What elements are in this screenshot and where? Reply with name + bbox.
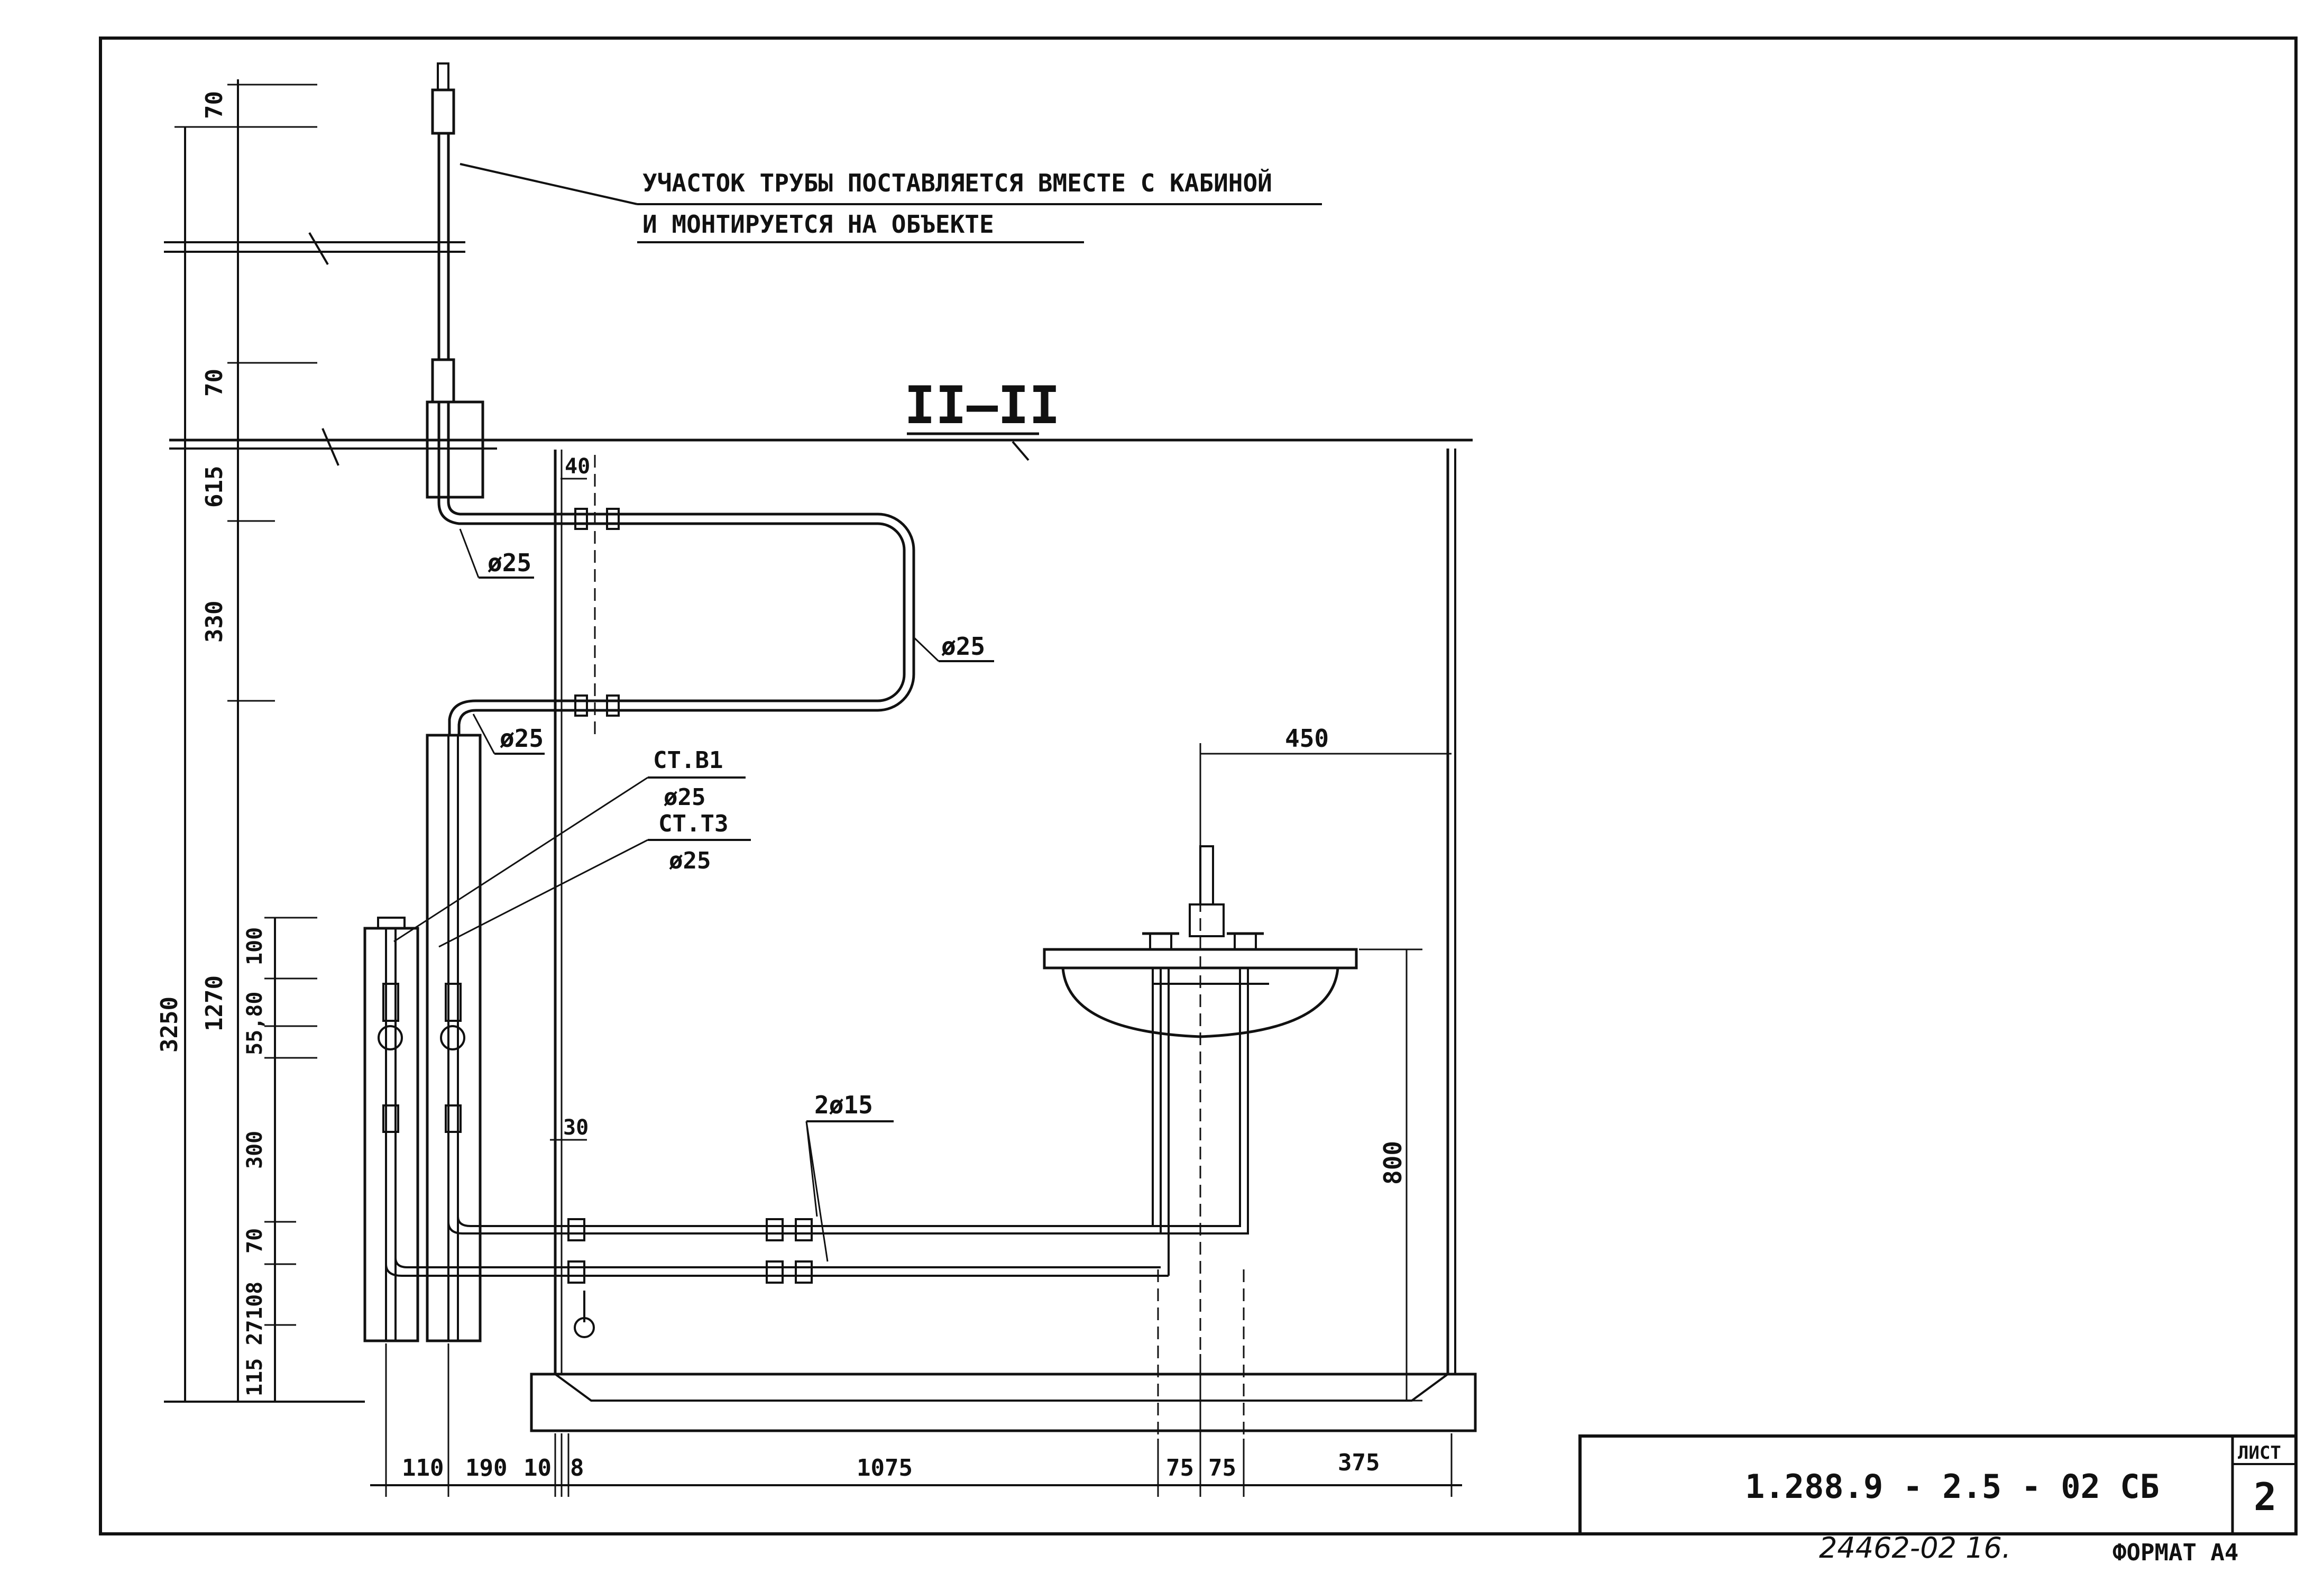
- room-walls: [530, 449, 1477, 1432]
- label-branch-2d15: 2ø15: [814, 1091, 873, 1119]
- section-label: II–II: [904, 376, 1060, 436]
- note-line-1: УЧАСТОК ТРУБЫ ПОСТАВЛЯЕТСЯ ВМЕСТЕ С КАБИ…: [642, 169, 1272, 197]
- installation-note: УЧАСТОК ТРУБЫ ПОСТАВЛЯЕТСЯ ВМЕСТЕ С КАБИ…: [460, 163, 1322, 243]
- branch-pipes: [385, 968, 1249, 1338]
- dim-100: 100: [243, 927, 267, 965]
- title-block: 1.288.9 - 2.5 - 02 СБ ЛИСТ 2: [1578, 1434, 2298, 1535]
- label-riser-t3-dia: ø25: [669, 847, 711, 874]
- bottom-dimensions: 110 190 10 8 1075 75 75 375: [370, 1343, 1462, 1497]
- label-riser-t3: СТ.Т3: [658, 810, 728, 837]
- sheet-number: 2: [2254, 1475, 2276, 1519]
- sheet-label: ЛИСТ: [2238, 1442, 2281, 1464]
- drawing-code: 1.288.9 - 2.5 - 02 СБ: [1745, 1467, 2160, 1506]
- dim-190: 190: [465, 1455, 507, 1482]
- pipe-labels: ø25 ø25 ø25 СТ.В1 ø25 СТ.Т3 ø25 2ø15: [393, 528, 994, 1262]
- dim-8: 8: [570, 1455, 584, 1482]
- dim-615: 615: [201, 466, 228, 508]
- format-label: ФОРМАТ А4: [2112, 1539, 2238, 1566]
- upper-loop-pipe: [448, 455, 915, 740]
- note-line-2: И МОНТИРУЕТСЯ НА ОБЪЕКТЕ: [642, 210, 994, 239]
- dim-3250: 3250: [156, 996, 183, 1053]
- left-dimensions: 70 70 615 330 3250 1270 100 55,80 300 70…: [156, 79, 365, 1403]
- label-riser-b1: СТ.В1: [653, 747, 723, 774]
- dim-108: 108: [243, 1282, 267, 1320]
- dim-30: 30: [563, 1115, 589, 1140]
- dim-1270: 1270: [201, 975, 228, 1031]
- dim-70-low: 70: [243, 1228, 267, 1254]
- dim-115-27: 115 27: [243, 1320, 267, 1397]
- dim-75a: 75: [1166, 1455, 1194, 1482]
- washbasin: [1043, 804, 1358, 1439]
- label-riser-b1-dia: ø25: [664, 784, 705, 811]
- dim-450: 450: [1285, 724, 1329, 753]
- cabin-pipe-section: [426, 62, 484, 525]
- dim-330: 330: [201, 601, 228, 643]
- local-dimensions: 40 30 450 800: [550, 454, 1452, 1402]
- dim-800: 800: [1379, 1141, 1407, 1185]
- dim-300: 300: [243, 1131, 267, 1169]
- dim-40: 40: [565, 454, 590, 479]
- sheet-frame: [99, 36, 2298, 1535]
- dim-10: 10: [523, 1455, 552, 1482]
- dim-70-mid: 70: [201, 369, 228, 397]
- dim-75b: 75: [1208, 1455, 1236, 1482]
- inventory-number: 24462-02 16.: [1819, 1531, 2011, 1565]
- dim-55-80: 55,80: [243, 992, 267, 1055]
- label-d25-bend: ø25: [941, 632, 985, 661]
- section-title: II–II: [904, 376, 1060, 436]
- dim-375: 375: [1338, 1449, 1380, 1476]
- dim-70-top: 70: [201, 91, 228, 119]
- label-d25-upper: ø25: [488, 548, 531, 577]
- label-d25-lower: ø25: [500, 724, 544, 753]
- floor-slab-lines: [164, 232, 1473, 466]
- risers: [363, 734, 482, 1342]
- dim-1075: 1075: [857, 1455, 913, 1482]
- dim-110: 110: [402, 1455, 444, 1482]
